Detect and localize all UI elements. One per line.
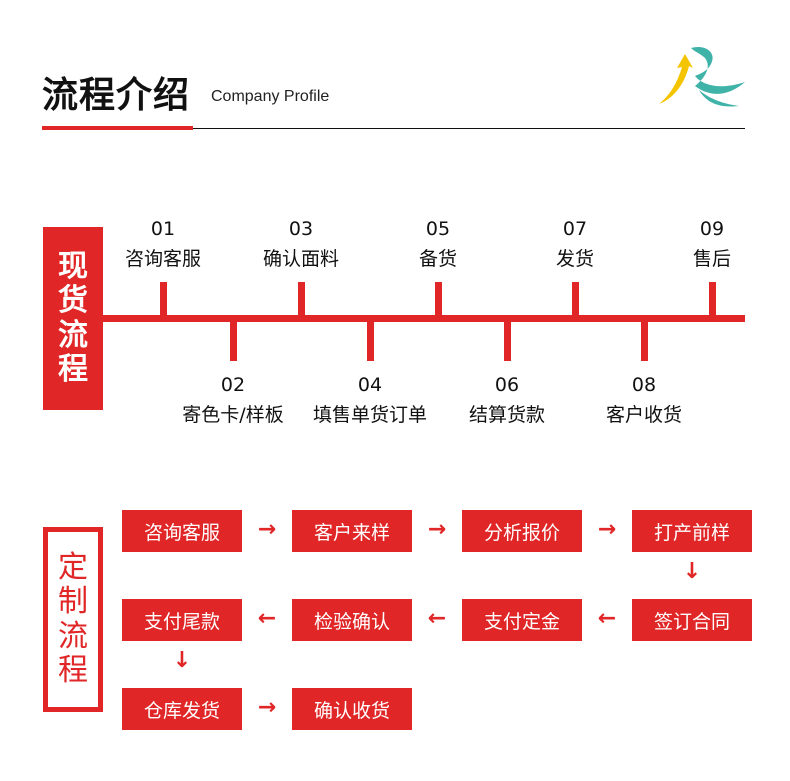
flow-step-box: 检验确认 <box>292 599 412 641</box>
timeline-step: 07 发货 <box>495 214 655 274</box>
arrow-down-icon: ↓ <box>682 559 702 584</box>
step-label: 确认面料 <box>262 248 339 270</box>
timeline-step: 09 售后 <box>632 214 790 274</box>
label-char: 流 <box>58 317 88 353</box>
step-number: 04 <box>357 374 383 396</box>
arrow-right-icon: → <box>257 695 277 720</box>
timeline-tick <box>367 322 374 361</box>
timeline-tick <box>435 282 442 316</box>
arrow-right-icon: → <box>597 517 617 542</box>
timeline-step: 05 备货 <box>358 214 518 274</box>
timeline-tick <box>641 322 648 361</box>
step-number: 06 <box>494 374 520 396</box>
label-char: 流 <box>58 618 88 654</box>
timeline-tick <box>160 282 167 316</box>
timeline-step: 02 寄色卡/样板 <box>153 370 313 430</box>
timeline-tick <box>504 322 511 361</box>
step-number: 08 <box>631 374 657 396</box>
arrow-right-icon: → <box>427 517 447 542</box>
step-number: 07 <box>562 218 588 240</box>
timeline-step: 06 结算货款 <box>427 370 587 430</box>
flow-step-box: 支付定金 <box>462 599 582 641</box>
step-label: 售后 <box>692 248 731 270</box>
step-label: 发货 <box>555 248 594 270</box>
timeline-step: 03 确认面料 <box>221 214 381 274</box>
custom-process-label: 定 制 流 程 <box>43 527 103 712</box>
flow-step-box: 客户来样 <box>292 510 412 552</box>
flow-step-box: 分析报价 <box>462 510 582 552</box>
flow-step-box: 支付尾款 <box>122 599 242 641</box>
flow-step-box: 仓库发货 <box>122 688 242 730</box>
step-number: 09 <box>699 218 725 240</box>
title-divider <box>193 128 745 129</box>
timeline-tick <box>230 322 237 361</box>
label-char: 定 <box>58 549 88 585</box>
arrow-right-icon: → <box>257 517 277 542</box>
flow-step-box: 确认收货 <box>292 688 412 730</box>
step-label: 结算货款 <box>468 404 545 426</box>
label-char: 程 <box>58 653 88 688</box>
title-accent-rule <box>42 126 193 130</box>
arrow-down-icon: ↓ <box>172 648 192 673</box>
flow-step-box: 咨询客服 <box>122 510 242 552</box>
page-title: 流程介绍 <box>42 75 191 116</box>
arrow-left-icon: ← <box>427 606 447 631</box>
timeline-tick <box>298 282 305 316</box>
timeline-tick <box>572 282 579 316</box>
flow-step-box: 签订合同 <box>632 599 752 641</box>
timeline-tick <box>709 282 716 316</box>
timeline-step: 04 填售单货订单 <box>290 370 450 430</box>
step-number: 02 <box>220 374 246 396</box>
label-char: 制 <box>58 584 88 619</box>
logo-icon <box>659 46 745 107</box>
step-label: 寄色卡/样板 <box>182 404 284 426</box>
step-label: 咨询客服 <box>124 248 201 270</box>
arrow-left-icon: ← <box>257 606 277 631</box>
flow-step-box: 打产前样 <box>632 510 752 552</box>
label-char: 货 <box>58 283 88 318</box>
label-char: 程 <box>58 352 88 387</box>
stock-process-label: 现 货 流 程 <box>43 227 103 410</box>
step-label: 客户收货 <box>605 404 682 426</box>
arrow-left-icon: ← <box>597 606 617 631</box>
step-number: 05 <box>425 218 451 240</box>
step-number: 03 <box>288 218 314 240</box>
page-subtitle: Company Profile <box>211 88 330 105</box>
step-label: 填售单货订单 <box>312 404 427 426</box>
step-number: 01 <box>150 218 176 240</box>
timeline-step: 01 咨询客服 <box>83 214 243 274</box>
step-label: 备货 <box>418 248 457 270</box>
label-char: 现 <box>58 248 88 284</box>
timeline-step: 08 客户收货 <box>564 370 724 430</box>
timeline-line <box>103 315 745 322</box>
